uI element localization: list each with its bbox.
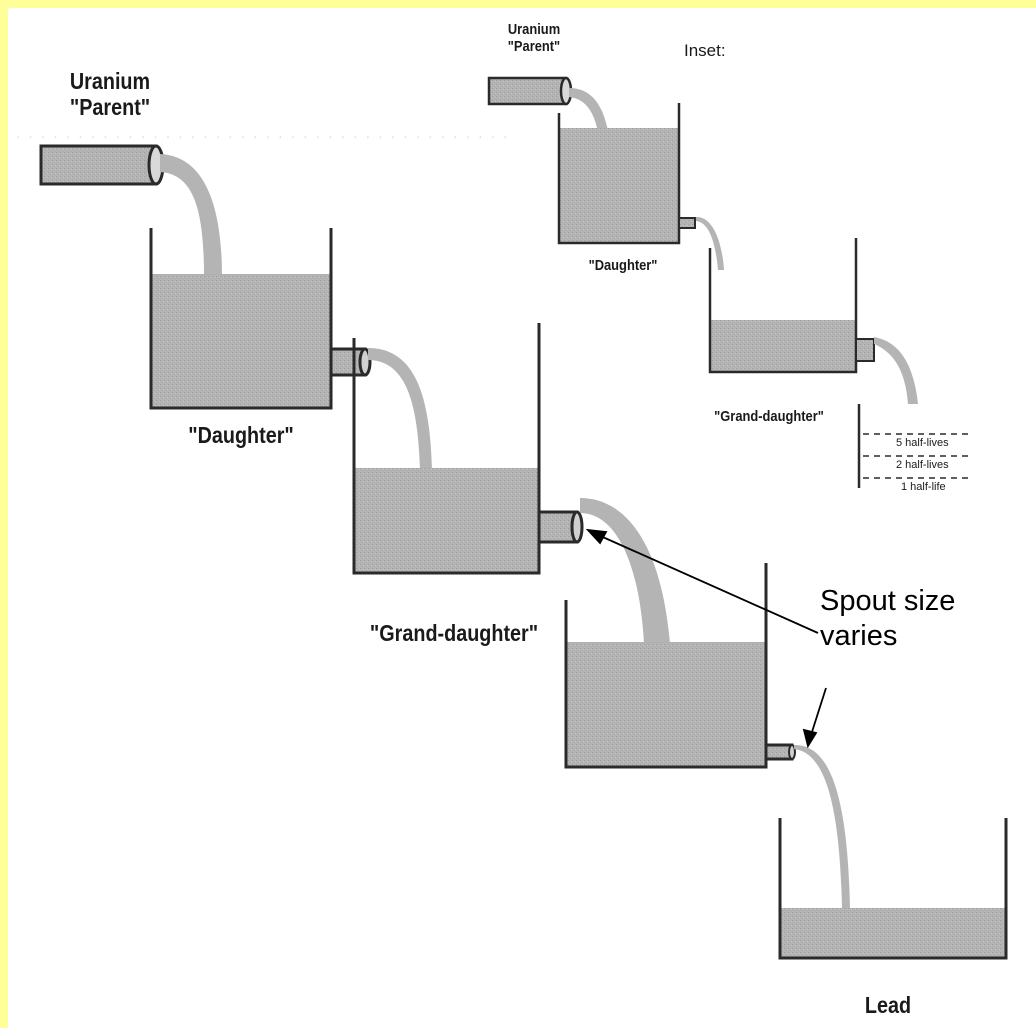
inset-granddaughter-label: "Grand-daughter" [708,408,830,425]
daughter-tank [151,228,370,408]
spout-size-annotation: Spout size varies [820,584,955,654]
daughter-label: "Daughter" [181,422,301,448]
stream-granddaughter-to-next [580,498,670,644]
uranium-parent-label: Uranium "Parent" [60,68,160,121]
stream-to-lead [794,745,850,910]
uranium-pipe [41,146,163,184]
inset-uranium-parent-label: Uranium "Parent" [506,21,563,56]
lead-tank [780,818,1006,958]
half-life-mark-2: 2 half-lives [896,459,949,472]
granddaughter-label: "Grand-daughter" [368,620,540,646]
lead-label: Lead [862,992,914,1018]
half-life-mark-5: 5 half-lives [896,437,949,450]
inset-diagram [489,78,973,488]
stream-daughter-to-granddaughter [368,348,432,470]
great-granddaughter-tank [566,563,795,767]
figure-canvas: · · · · · · · · · · · · · · · · · · · · … [8,8,1036,1028]
inset-title: Inset: [684,41,744,61]
stream-parent-to-daughter [160,154,222,276]
half-life-mark-1: 1 half-life [901,481,946,494]
tank-diagram [8,8,1036,1028]
inset-daughter-label: "Daughter" [586,257,660,274]
